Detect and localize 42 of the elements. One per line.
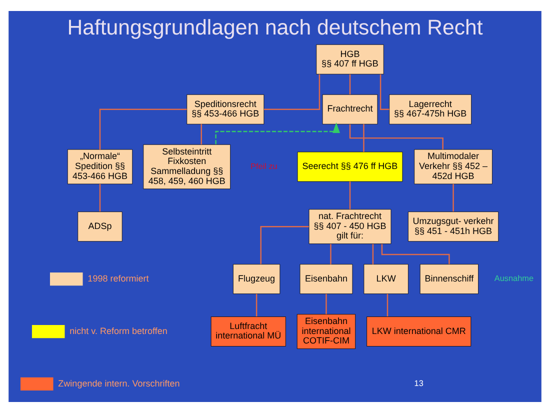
connector: [326, 294, 327, 314]
connector: [99, 108, 187, 150]
node-box: Speditionsrecht §§ 453-466 HGB: [186, 94, 264, 124]
arrow: [215, 122, 340, 144]
connector: [99, 184, 101, 212]
node-box: Luftfracht international MÜ: [210, 316, 286, 346]
legend-label: nicht v. Reform betroffen: [70, 326, 168, 336]
connector: [200, 124, 202, 144]
legend-label: Zwingende intern. Vorschriften: [58, 378, 180, 388]
label: Ausnahme: [494, 274, 534, 284]
node-box: LKW international CMR: [366, 316, 472, 346]
diagram-title: Haftungsgrundlagen nach deutschem Recht: [67, 16, 483, 40]
connector: [349, 74, 351, 94]
connector: [256, 294, 258, 316]
node-box: HGB §§ 407 ff HGB: [316, 44, 384, 74]
node-box: nat. Frachtrecht §§ 407 - 450 HGB gilt für:: [308, 209, 392, 244]
node-box: Binnenschiff: [420, 264, 478, 294]
node-box: Eisenbahn: [300, 264, 353, 294]
node-box: ADSp: [78, 212, 122, 242]
node-box: Lagerrecht §§ 467-475h HGB: [389, 94, 472, 124]
connector: [380, 74, 390, 110]
node-box: Flugzeug: [232, 264, 280, 294]
label: Pfeil zu: [250, 162, 278, 171]
connector: [330, 244, 332, 264]
node-box: Seerecht §§ 476 ff HGB: [297, 152, 403, 182]
label: 13: [414, 379, 424, 388]
connector: [264, 74, 320, 110]
legend-label: 1998 reformiert: [88, 273, 149, 284]
connector: [452, 184, 454, 212]
connector: [372, 244, 374, 264]
connector: [260, 226, 309, 264]
node-box: Frachtrecht: [322, 94, 378, 124]
node-box: Multimodaler Verkehr §§ 452 – 452d HGB: [414, 149, 492, 184]
connector: [349, 182, 351, 210]
node-box: „Normale“ Spedition §§ 453-466 HGB: [67, 149, 133, 184]
connector: [363, 124, 364, 152]
node-box: Umzugsgut- verkehr §§ 451 - 451h HGB: [408, 212, 499, 242]
connector: [381, 244, 450, 264]
node-box: Selbsteintritt Fixkosten Sammelladung §§ 458, 459, 460 HGB: [143, 144, 231, 190]
connector: [386, 294, 388, 316]
node-box: LKW: [364, 264, 408, 294]
node-box: Eisenbahn international COTIF-CIM: [296, 314, 356, 349]
